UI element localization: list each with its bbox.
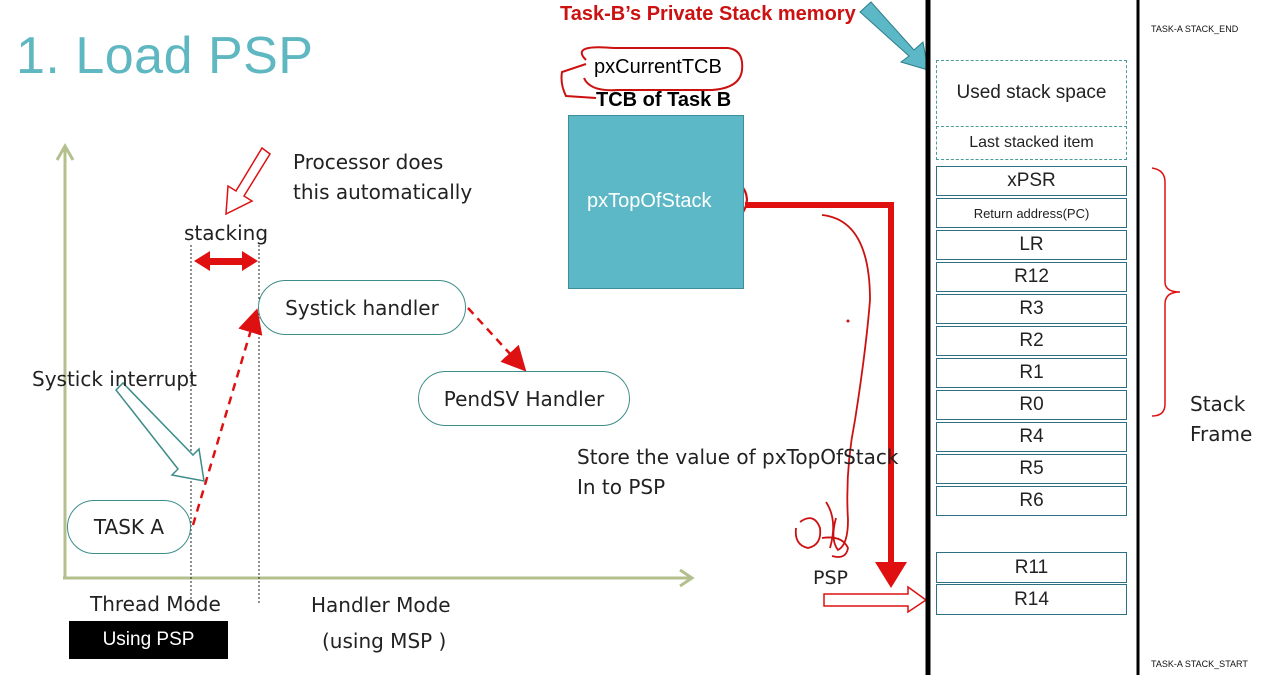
- freehand-curve-1: [821, 214, 871, 552]
- interrupt-hollow-arrow: [114, 381, 205, 482]
- psp-label: PSP: [813, 567, 848, 589]
- stack-used-space: Used stack space: [936, 60, 1127, 124]
- psp-hollow-arrow: [823, 585, 928, 614]
- stack-last-item: Last stacked item: [936, 126, 1127, 160]
- stack-start-label: TASK-A STACK_START: [1151, 659, 1248, 669]
- stack-cell-r14: R14: [936, 584, 1127, 615]
- stack-cell-r5: R5: [936, 454, 1127, 484]
- private-stack-label: Task-B’s Private Stack memory: [560, 3, 856, 25]
- tcb-title: TCB of Task B: [596, 89, 732, 111]
- systick-interrupt-label: Systick interrupt: [32, 367, 197, 391]
- processor-note-line2: this automatically: [293, 180, 473, 204]
- using-msp-label: (using MSP ): [322, 629, 447, 653]
- stack-cell-r0: R0: [936, 390, 1127, 420]
- tcb-box: [568, 115, 744, 289]
- current-tcb-scribble: [560, 46, 744, 99]
- current-tcb-label: pxCurrentTCB: [594, 56, 722, 78]
- stack-cell-r12: R12: [936, 262, 1127, 292]
- stack-frame-label-line1: Stack: [1190, 392, 1246, 416]
- stacking-label: stacking: [184, 221, 269, 245]
- flow-arrow-to-pendsv: [467, 307, 527, 372]
- handler-mode-label: Handler Mode: [311, 593, 451, 617]
- thread-mode-label: Thread Mode: [90, 592, 221, 616]
- stack-cell-lr: LR: [936, 230, 1127, 260]
- stack-pointer-arrow: [859, 1, 929, 71]
- stack-frame-brace: [1151, 167, 1181, 417]
- x-axis-arrowhead: [679, 568, 695, 588]
- psp-load-arrow: [745, 202, 907, 588]
- using-psp-badge: Using PSP: [69, 621, 228, 659]
- task-a-node: TASK A: [67, 500, 191, 554]
- tcb-field-label: pxTopOfStack: [587, 190, 712, 212]
- freehand-dot: [846, 319, 850, 323]
- stack-cell-r11: R11: [936, 552, 1127, 583]
- processor-note-line1: Processor does: [293, 150, 444, 174]
- freehand-curve-2: [825, 501, 835, 549]
- flow-arrow-to-systick: [191, 308, 263, 526]
- store-note-line1: Store the value of pxTopOfStack: [577, 445, 899, 469]
- stack-frame-label-line2: Frame: [1190, 422, 1253, 446]
- pendsv-handler-node: PendSV Handler: [418, 371, 630, 426]
- stack-end-label: TASK-A STACK_END: [1151, 24, 1239, 34]
- processor-hollow-arrow: [225, 146, 271, 216]
- stack-cell-return-address: Return address(PC): [936, 198, 1127, 228]
- page-title: 1. Load PSP: [16, 27, 314, 85]
- stack-cell-r6: R6: [936, 486, 1127, 516]
- stack-cell-r2: R2: [936, 326, 1127, 356]
- stack-cell-r4: R4: [936, 422, 1127, 452]
- stack-cell-r3: R3: [936, 294, 1127, 324]
- freehand-psp-scribble: [794, 517, 849, 558]
- stack-cell-xpsr: xPSR: [936, 166, 1127, 196]
- y-axis-arrowhead: [55, 142, 75, 161]
- systick-handler-node: Systick handler: [258, 280, 466, 335]
- store-note-line2: In to PSP: [577, 475, 666, 499]
- stacking-double-arrow: [194, 251, 258, 271]
- stack-cell-r1: R1: [936, 358, 1127, 388]
